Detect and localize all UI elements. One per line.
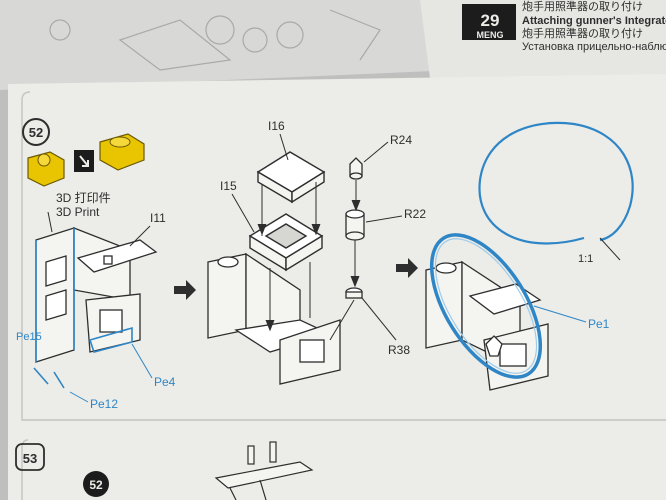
logo-brand: MENG (477, 30, 504, 40)
label-i15: I15 (220, 179, 237, 193)
step-frame (21, 91, 666, 421)
3d-print-label-cn: 3D 打印件 (56, 191, 111, 205)
label-i16: I16 (268, 119, 285, 133)
header-title-ru: Установка прицельно-наблю (522, 41, 666, 53)
part-i16 (256, 151, 326, 204)
pe1-wire-template (478, 121, 634, 245)
background-sheet-left (0, 0, 470, 90)
left-pe-parts (33, 228, 133, 389)
step-53-machine-gun (214, 441, 314, 500)
step-53-number: 53 (23, 451, 37, 466)
logo-number: 29 (481, 11, 500, 30)
3d-print-parts: 3D 打印件 3D Print (27, 133, 145, 219)
meng-logo (462, 4, 516, 40)
middle-guide-lines (257, 182, 321, 332)
stage-arrow-1 (174, 280, 196, 300)
stack-guide-lines (329, 180, 361, 341)
label-r22: R22 (404, 207, 426, 221)
pe1-wire-installed (429, 233, 543, 379)
step-52-ref-number: 52 (89, 478, 103, 492)
step-52-ref-badge (83, 471, 109, 497)
label-r24: R24 (390, 133, 412, 147)
part-r24 (349, 157, 363, 177)
step-52-badge: 52 (22, 118, 50, 146)
label-pe1: Pe1 (588, 317, 610, 331)
background-sketches (49, 9, 381, 71)
3d-print-label-en: 3D Print (56, 205, 100, 219)
label-pe15: Pe15 (16, 331, 42, 343)
header-title-cn2: 炮手用照準器の取り付け (522, 26, 643, 40)
label-pe12: Pe12 (90, 397, 118, 411)
step-52-number: 52 (29, 125, 43, 140)
part-i15 (248, 213, 324, 272)
label-scale: 1:1 (578, 253, 593, 265)
stage-arrow-2 (396, 258, 418, 278)
header-title-en: Attaching gunner's Integrated (522, 15, 666, 27)
part-i11-plate (76, 239, 158, 273)
instruction-sheet (8, 74, 666, 500)
label-pe4: Pe4 (154, 375, 176, 389)
label-i11: I11 (150, 211, 166, 225)
resin-parts-stack (345, 157, 365, 299)
yellow-part-1 (27, 151, 65, 187)
header: 29 MENG 炮手用照準器の取り付け Attaching gunner's I… (462, 0, 666, 53)
label-r38: R38 (388, 343, 410, 357)
middle-subassembly (207, 252, 341, 385)
header-title-cn: 炮手用照準器の取り付け (522, 0, 643, 13)
step-53-area: 53 52 (15, 439, 314, 500)
